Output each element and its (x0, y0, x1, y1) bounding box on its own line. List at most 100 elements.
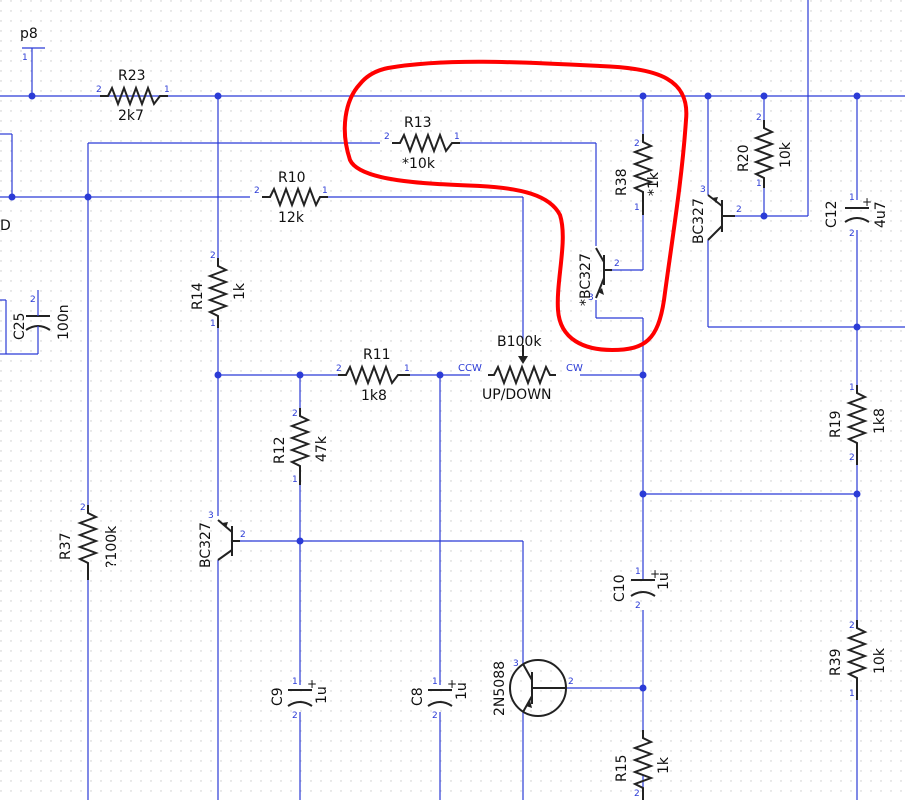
svg-text:2: 2 (849, 453, 855, 463)
c10-ref: C10 (612, 574, 628, 602)
resistor-r14: 2 1 R14 1k (190, 251, 248, 329)
r39-ref: R39 (828, 648, 844, 676)
svg-text:2: 2 (432, 711, 438, 721)
r23-ref: R23 (118, 68, 146, 84)
r37-ref: R37 (58, 532, 74, 560)
potentiometer-b100k: CCW CW B100k UP/DOWN (458, 334, 583, 403)
svg-text:+: + (650, 567, 660, 581)
svg-text:2: 2 (756, 113, 762, 123)
svg-text:2: 2 (210, 251, 216, 261)
svg-text:2: 2 (635, 601, 641, 611)
r14-value: 1k (232, 282, 248, 300)
svg-text:1: 1 (292, 677, 298, 687)
sheet-port-p8: p8 1 (20, 26, 38, 63)
svg-text:1: 1 (454, 132, 460, 142)
r19-ref: R19 (828, 410, 844, 438)
svg-text:+: + (447, 677, 457, 691)
transistor-bc327-left: 2 3 BC327 (198, 511, 246, 568)
capacitor-c12: + 1 2 C12 4u7 (824, 193, 889, 239)
r38-value: *1k (646, 171, 662, 196)
svg-text:2: 2 (292, 409, 298, 419)
r12-ref: R12 (272, 436, 288, 464)
svg-text:2: 2 (849, 229, 855, 239)
resistor-r19: 1 2 R19 1k8 (828, 383, 888, 465)
c12-value: 4u7 (873, 201, 889, 228)
c9-value: 1u (314, 686, 330, 704)
resistor-r13: 2 1 R13 *10k (384, 115, 460, 172)
svg-text:2: 2 (634, 139, 640, 149)
svg-text:2: 2 (240, 530, 246, 540)
svg-text:2: 2 (96, 85, 102, 95)
svg-text:2: 2 (254, 186, 260, 196)
r15-ref: R15 (614, 754, 630, 782)
svg-text:2: 2 (292, 711, 298, 721)
transistor-bc327-mid: 2 3 *BC327 (578, 247, 620, 306)
resistor-r20: 2 1 R20 10k (736, 113, 794, 189)
transistor-2n5088: 3 2 2N5088 (492, 659, 574, 717)
r39-value: 10k (872, 647, 888, 674)
svg-text:1: 1 (404, 364, 410, 374)
svg-text:1: 1 (292, 475, 298, 485)
transistor-bc327-right: 2 3 BC327 (691, 185, 742, 244)
capacitor-c10: + 1 2 C10 1u (612, 567, 672, 611)
svg-text:+: + (307, 677, 317, 691)
r23-value: 2k7 (118, 108, 144, 124)
resistor-r37: 2 R37 ?100k (58, 503, 120, 580)
capacitor-c9: + 1 2 C9 1u (270, 677, 330, 721)
bc327-mid-part: *BC327 (578, 253, 594, 306)
c10-value: 1u (656, 572, 672, 590)
r11-value: 1k8 (361, 388, 387, 404)
svg-text:3: 3 (513, 659, 519, 669)
capacitor-c25: 2 C25 100n (5, 290, 72, 355)
svg-text:2: 2 (30, 295, 36, 305)
bc327-left-part: BC327 (198, 522, 214, 568)
r11-ref: R11 (363, 347, 391, 363)
2n5088-part: 2N5088 (492, 661, 508, 716)
svg-text:2: 2 (736, 205, 742, 215)
capacitor-c8: + 1 2 C8 1u (410, 677, 470, 721)
r38-ref: R38 (614, 168, 630, 196)
bc327-right-part: BC327 (691, 198, 707, 244)
partial-label: D (0, 218, 11, 234)
svg-text:2: 2 (336, 364, 342, 374)
svg-text:1: 1 (164, 85, 170, 95)
resistor-r38: 2 1 R38 *1k (614, 134, 662, 215)
r10-value: 12k (278, 210, 305, 226)
r12-value: 47k (314, 435, 330, 462)
r15-value: 1k (656, 756, 672, 774)
svg-text:1: 1 (756, 179, 762, 189)
svg-text:2: 2 (568, 677, 574, 687)
sheet-port-label: p8 (20, 26, 38, 42)
svg-text:3: 3 (208, 511, 214, 521)
svg-text:1: 1 (849, 383, 855, 393)
resistor-r15: 2 R15 1k (614, 730, 672, 800)
svg-text:1: 1 (634, 203, 640, 213)
svg-text:1: 1 (849, 193, 855, 203)
r20-value: 10k (778, 141, 794, 168)
red-highlight-outline (342, 59, 689, 353)
r10-ref: R10 (278, 170, 306, 186)
pot-ccw: CCW (458, 363, 482, 374)
c25-value: 100n (56, 304, 72, 340)
svg-text:1: 1 (210, 319, 216, 329)
svg-text:2: 2 (614, 259, 620, 269)
resistor-r23: 2 1 R23 2k7 (96, 68, 170, 124)
svg-text:3: 3 (588, 293, 594, 303)
svg-text:3: 3 (700, 185, 706, 195)
svg-text:1: 1 (432, 677, 438, 687)
r19-value: 1k8 (872, 408, 888, 434)
resistor-r11: 2 1 R11 1k8 (336, 347, 410, 404)
resistor-r39: 2 1 R39 10k (828, 620, 888, 700)
svg-text:1: 1 (22, 53, 28, 63)
svg-text:1: 1 (635, 567, 641, 577)
c9-ref: C9 (270, 687, 286, 706)
svg-text:2: 2 (634, 789, 640, 799)
svg-text:2: 2 (384, 132, 390, 142)
pot-value: B100k (497, 334, 542, 350)
c8-value: 1u (454, 682, 470, 700)
c8-ref: C8 (410, 687, 426, 706)
